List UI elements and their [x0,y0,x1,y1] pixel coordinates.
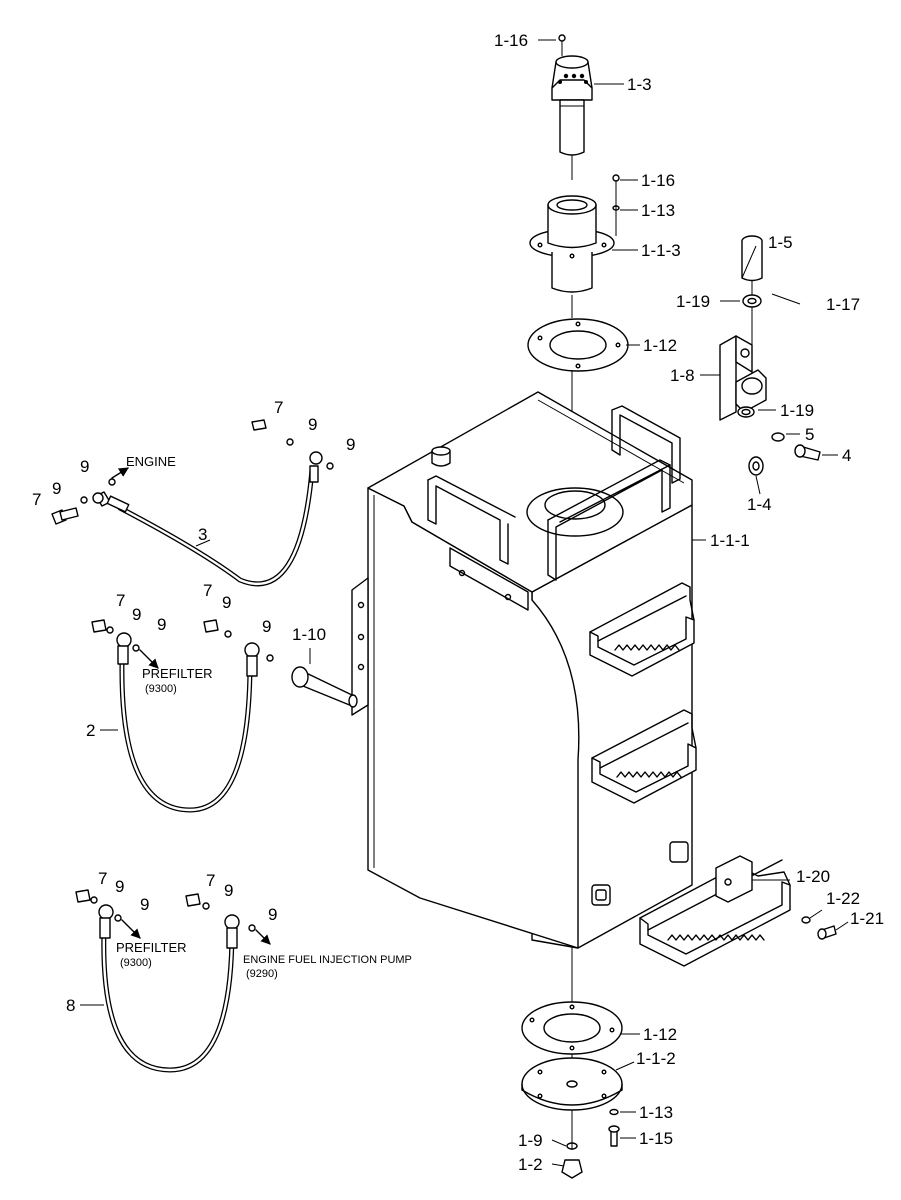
label-1-19-top: 1-19 [676,292,710,311]
hose-2 [91,619,274,813]
label-1-22: 1-22 [826,889,860,908]
label-5: 5 [805,425,814,444]
label-9-hose2-right: 9 [222,593,231,612]
note-prefilter-upper: PREFILTER [142,666,213,681]
label-1-10: 1-10 [292,625,326,644]
label-9-hose8-arrow: 9 [140,895,149,914]
label-9-hose3-top: 9 [308,415,317,434]
fitting-1-10 [291,666,358,708]
hose-3 [51,419,334,587]
label-8: 8 [66,996,75,1015]
filler-neck [529,174,620,293]
note-prefilter-lower: PREFILTER [116,940,187,955]
upper-gasket [527,318,629,372]
label-1-12-top: 1-12 [643,336,677,355]
label-1-20: 1-20 [796,867,830,886]
label-1-2: 1-2 [518,1155,543,1174]
label-1-21: 1-21 [850,909,884,928]
label-7-hose3-top: 7 [274,398,283,417]
label-7-hose8-right: 7 [206,871,215,890]
label-1-1-2: 1-1-2 [636,1049,676,1068]
label-7-hose2-right: 7 [203,581,212,600]
pin-and-bracket [719,235,821,476]
label-9-hose3-left: 9 [52,479,61,498]
label-7-hose2-left: 7 [116,591,125,610]
label-1-12-bottom: 1-12 [643,1025,677,1044]
label-7-hose8-left: 7 [98,869,107,888]
leader-lines [80,39,849,1167]
label-1-16-top: 1-16 [494,31,528,50]
label-1-13-bottom: 1-13 [639,1103,673,1122]
label-1-17: 1-17 [826,295,860,314]
label-1-1-1: 1-1-1 [710,531,750,550]
label-2: 2 [86,721,95,740]
hose-8 [75,889,271,1073]
note-injection-pump: ENGINE FUEL INJECTION PUMP [243,954,412,966]
label-1-16-neck: 1-16 [641,171,675,190]
label-4: 4 [842,446,851,465]
part-labels: 1-16 1-3 1-16 1-13 1-1-3 1-5 1-19 1-17 1… [32,31,884,1174]
note-prefilter-upper-code: (9300) [145,683,177,695]
label-1-15: 1-15 [639,1129,673,1148]
label-9-hose8-right: 9 [224,881,233,900]
label-9-engine: 9 [80,457,89,476]
lower-cover [521,916,837,1179]
label-3: 3 [198,525,207,544]
label-1-9: 1-9 [518,1131,543,1150]
label-1-5: 1-5 [768,233,793,252]
label-9-hose2-left: 9 [132,605,141,624]
label-9-hose8-far: 9 [268,905,277,924]
label-1-8: 1-8 [670,366,695,385]
label-7-hose3-left: 7 [32,490,41,509]
label-9-hose3-right: 9 [346,435,355,454]
label-1-1-3: 1-1-3 [641,241,681,260]
label-1-4: 1-4 [747,495,772,514]
label-9-hose8-left: 9 [115,877,124,896]
label-9-hose2-arrow: 9 [157,615,166,634]
note-engine: ENGINE [126,454,176,469]
note-prefilter-lower-code: (9300) [120,957,152,969]
label-1-13-top: 1-13 [641,201,675,220]
connection-notes: ENGINE PREFILTER (9300) PREFILTER (9300)… [116,454,412,980]
breather-cap [551,34,593,156]
fuel-tank-body [351,391,791,967]
label-1-19-bottom: 1-19 [780,401,814,420]
label-9-hose2-far: 9 [262,617,271,636]
note-injection-pump-code: (9290) [246,968,278,980]
engine-arrow [111,467,129,479]
label-1-3: 1-3 [627,75,652,94]
